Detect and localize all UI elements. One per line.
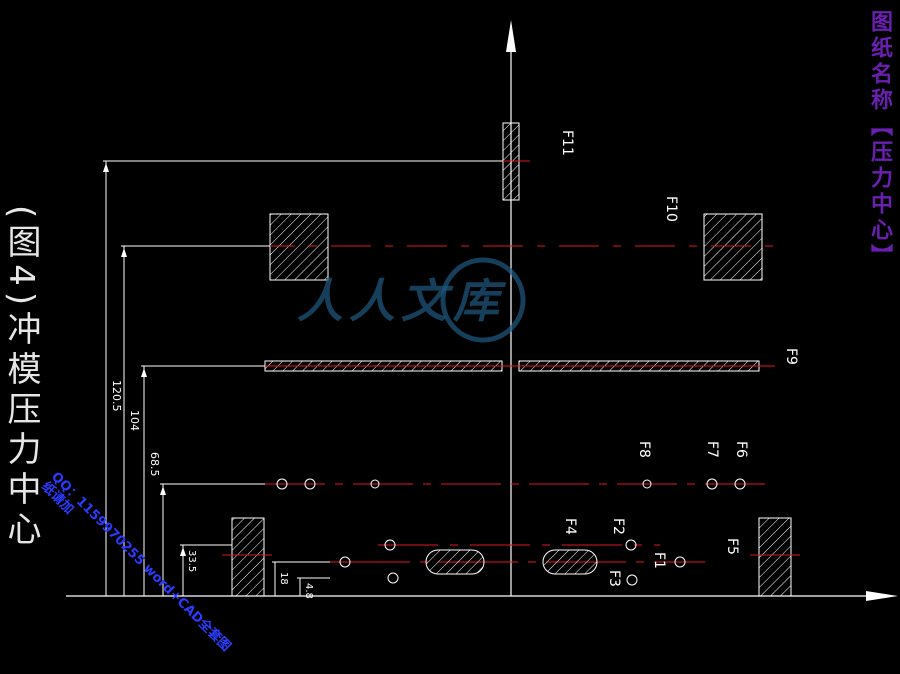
label-f2: F2 xyxy=(610,518,626,535)
label-f1: F1 xyxy=(651,552,667,569)
dim-68-5: 68.5 xyxy=(148,452,161,477)
dim-120-5: 120.5 xyxy=(110,380,123,412)
slot-left xyxy=(425,549,485,575)
label-f9: F9 xyxy=(783,348,799,365)
dim-4-8: 4.8 xyxy=(303,583,314,599)
figure-caption: (图4)冲模压力中心 xyxy=(1,205,41,552)
label-f10: F10 xyxy=(663,196,679,222)
label-f5: F5 xyxy=(724,538,740,555)
label-f7: F7 xyxy=(704,441,720,458)
drawing-canvas: 120.5 104 68.5 33.5 18 4.8 F11 F10 F9 F8… xyxy=(1,10,898,655)
cad-drawing: 120.5 104 68.5 33.5 18 4.8 F11 F10 F9 F8… xyxy=(66,20,898,601)
hole-f3 xyxy=(626,574,638,586)
dimension-arrows xyxy=(103,163,186,556)
label-f3: F3 xyxy=(606,570,622,587)
f10-block-right xyxy=(703,213,763,281)
left-bottom-block xyxy=(231,517,265,597)
hole-f2 xyxy=(625,539,637,551)
y-axis-arrow xyxy=(506,20,516,52)
watermark-logo-icon xyxy=(440,257,526,343)
hole xyxy=(276,478,288,490)
hole xyxy=(370,479,380,489)
hole-f6 xyxy=(734,478,746,490)
hole-f1 xyxy=(674,556,686,568)
hole-f7 xyxy=(706,478,718,490)
f10-block-left xyxy=(269,213,329,281)
dim-104: 104 xyxy=(128,410,141,431)
label-f4: F4 xyxy=(562,518,578,535)
watermark-brand: 人人文库 xyxy=(297,274,505,328)
label-f6: F6 xyxy=(733,441,749,458)
hole xyxy=(304,478,316,490)
hole xyxy=(387,572,399,584)
label-f11: F11 xyxy=(559,130,575,156)
label-f8: F8 xyxy=(636,441,652,458)
dimension-lines xyxy=(103,160,503,596)
dim-33-5: 33.5 xyxy=(186,550,197,572)
x-axis-arrow xyxy=(866,591,898,601)
hole xyxy=(384,539,396,551)
slot-right xyxy=(542,549,598,575)
drawing-title: 图纸名称【压力中心】 xyxy=(867,10,893,270)
dim-18: 18 xyxy=(278,572,289,585)
hole-f8 xyxy=(642,479,652,489)
hole xyxy=(339,556,351,568)
f5-block xyxy=(758,517,792,597)
